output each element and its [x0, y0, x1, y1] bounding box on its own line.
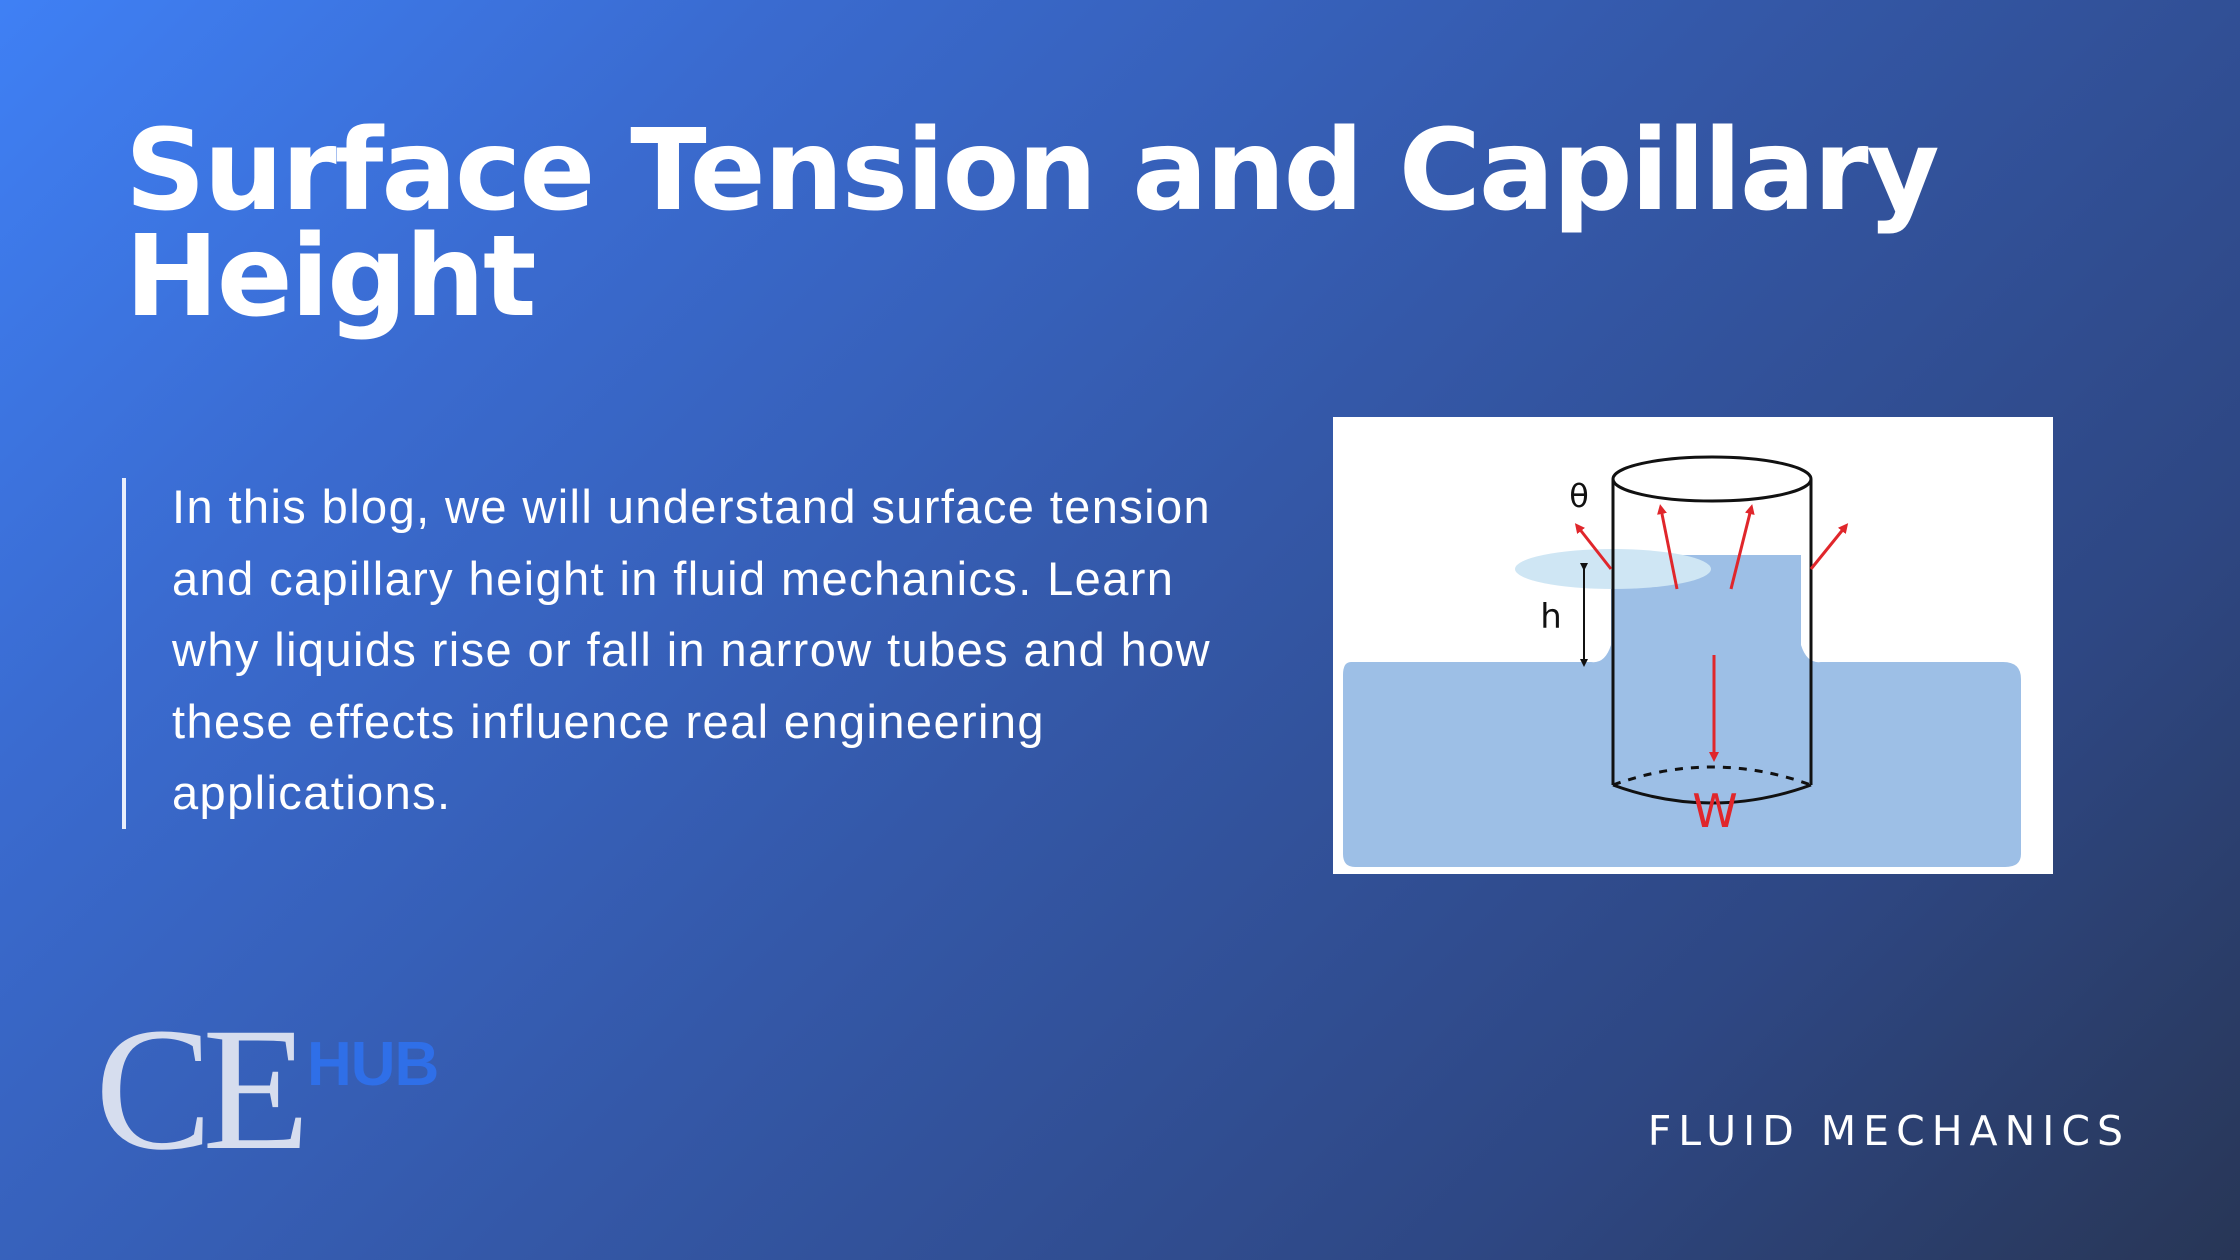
description-text: In this blog, we will understand surface…	[172, 480, 1212, 819]
height-label: h	[1540, 597, 1562, 637]
tension-arrow-inner-2	[1729, 504, 1755, 590]
category-label: FLUID MECHANICS	[1647, 1107, 2130, 1155]
cehub-logo: CE HUB	[95, 992, 455, 1187]
water-reservoir	[1343, 555, 2021, 867]
tension-arrow-right	[1809, 523, 1849, 570]
logo-ce-text: CE	[95, 992, 310, 1187]
capillary-diagram: θ h W	[1333, 417, 2053, 874]
tube-bottom-back	[1612, 765, 1812, 787]
tension-arrow-inner-1	[1657, 504, 1679, 590]
description-block: In this blog, we will understand surface…	[122, 478, 1252, 829]
tube-bottom-front	[1612, 783, 1812, 805]
weight-label: W	[1692, 784, 1737, 838]
angle-label: θ	[1569, 477, 1589, 515]
tension-arrow-left	[1574, 523, 1613, 570]
tube-top-rim	[1611, 455, 1813, 503]
capillary-diagram-svg: θ h W	[1343, 455, 2021, 867]
page-title: Surface Tension and Capillary Height	[125, 106, 1940, 342]
logo-hub-text: HUB	[307, 1030, 439, 1099]
